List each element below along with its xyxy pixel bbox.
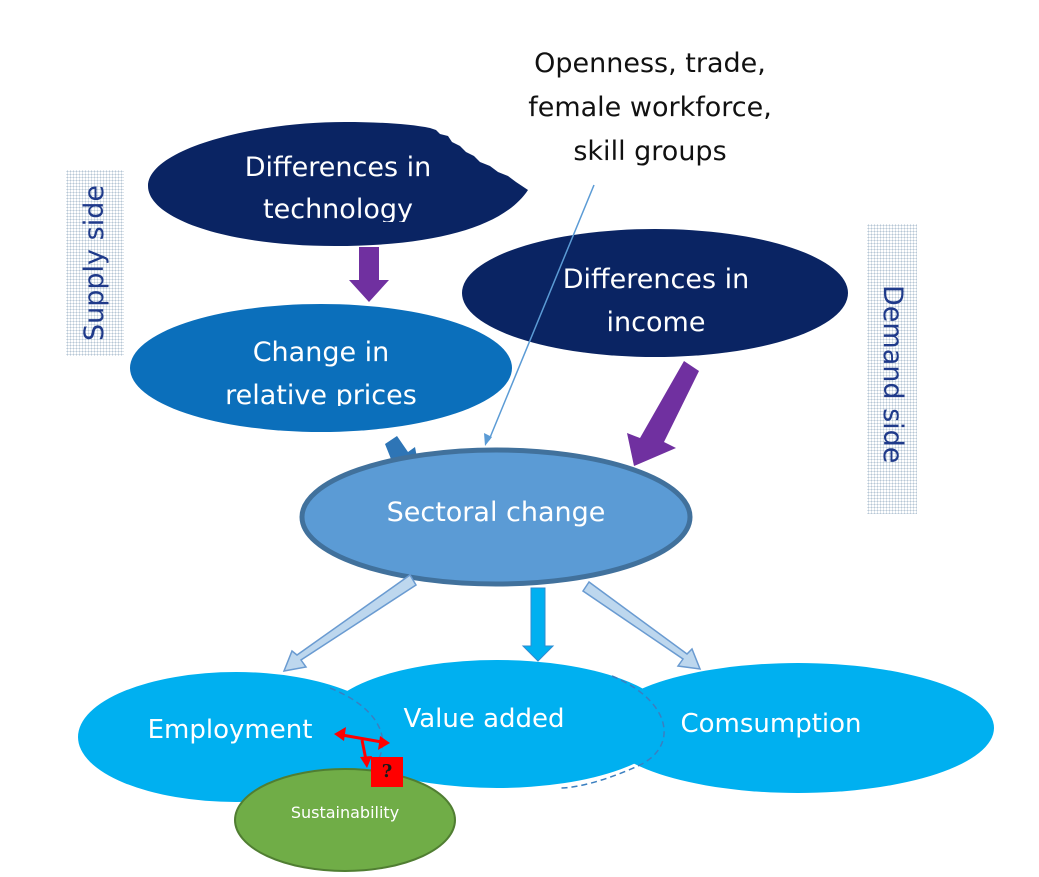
demand-side-label: Demand side — [877, 285, 908, 464]
value-added-dashed-outline — [559, 675, 665, 789]
relative-prices-node: Change in relative prices — [130, 304, 512, 432]
income-line2: income — [607, 307, 706, 338]
prices-line1: Change in — [253, 337, 390, 368]
technology-line2: technology — [263, 194, 413, 225]
sectoral-to-value-added-arrow — [521, 587, 555, 662]
sustainability-node: Sustainability — [234, 768, 456, 872]
value-added-node — [322, 660, 672, 788]
factors-line3: skill groups — [573, 136, 727, 167]
technology-to-prices-arrow — [349, 247, 389, 302]
sectoral-change-node: Sectoral change — [299, 447, 693, 587]
factors-to-sectoral-arrow — [484, 184, 595, 446]
supply-side-label: Supply side — [79, 185, 110, 341]
sectoral-change-label: Sectoral change — [387, 497, 606, 528]
consumption-label: Comsumption — [680, 709, 861, 739]
income-line1: Differences in — [563, 264, 749, 295]
consumption-node — [602, 663, 994, 793]
supply-side-box — [66, 170, 124, 356]
sustainability-label: Sustainability — [291, 803, 399, 822]
sectoral-to-employment-arrow — [282, 573, 418, 672]
employment-label: Employment — [148, 715, 313, 745]
employment-node — [78, 672, 394, 802]
technology-node: Differences in technology — [148, 122, 528, 246]
employment-value-added-red-arrow — [334, 727, 390, 768]
income-to-sectoral-arrow — [627, 361, 699, 466]
prices-line2: relative prices — [225, 380, 417, 411]
factors-annotation: Openness, trade, female workforce, skill… — [500, 42, 800, 174]
demand-side-box — [867, 224, 917, 514]
factors-line1: Openness, trade, — [534, 48, 766, 79]
technology-line1: Differences in — [245, 152, 431, 183]
value-added-label: Value added — [403, 704, 564, 734]
factors-line2: female workforce, — [528, 92, 772, 123]
income-node: Differences in income — [462, 229, 848, 357]
question-mark-box: ? — [371, 757, 403, 787]
sectoral-to-consumption-arrow — [581, 580, 702, 670]
